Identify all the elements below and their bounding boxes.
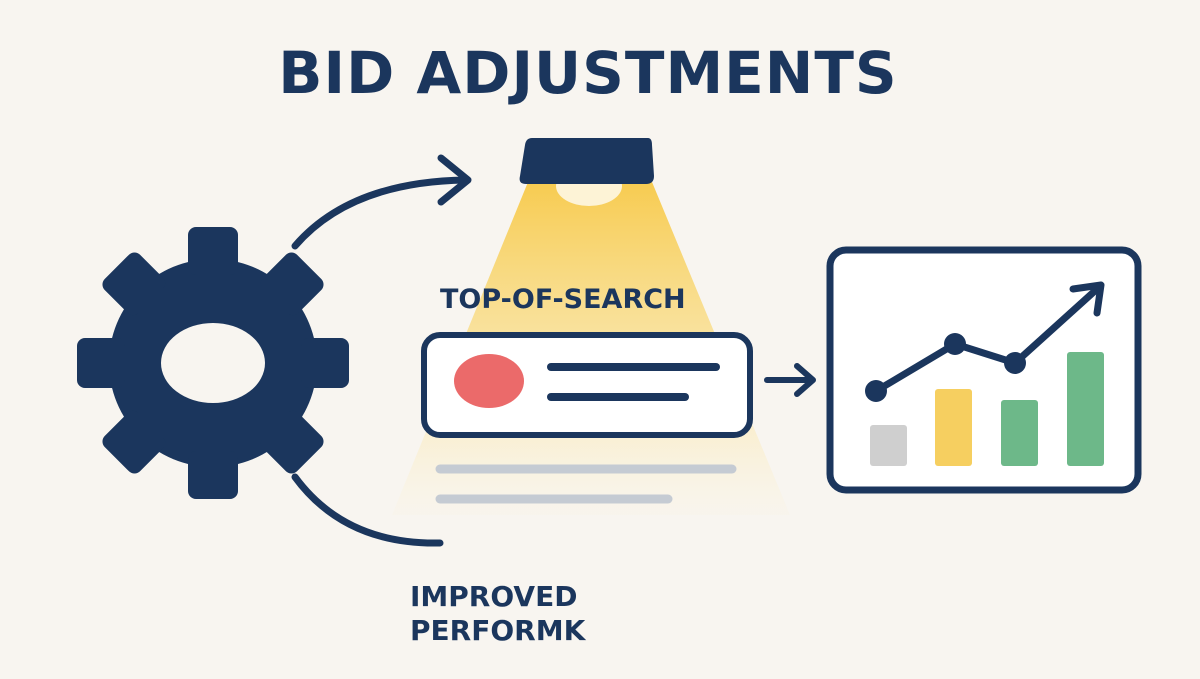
chart-bar-3 (1001, 400, 1038, 466)
chart-trend-arrowhead (1069, 281, 1105, 317)
top-of-search-label: TOP-OF-SEARCH (440, 284, 686, 315)
curved-connector-bottom (291, 473, 444, 547)
chart-point-1 (865, 380, 887, 402)
chart-bar-4 (1067, 352, 1104, 466)
gear-icon (77, 227, 349, 499)
arrow-right-icon (764, 363, 816, 397)
chart-point-3 (1004, 352, 1026, 374)
gear-hole (161, 323, 265, 403)
chart-bar-1 (870, 425, 907, 466)
chart-point-2 (944, 333, 966, 355)
spotlight-lamp-icon (519, 138, 654, 206)
page-title: BID ADJUSTMENTS (278, 39, 898, 107)
chart-bar-2 (935, 389, 972, 466)
lamp-shade (519, 138, 654, 184)
caption-line-2: PERFORMK (410, 613, 586, 647)
chart-trend-line (872, 285, 1101, 395)
ad-thumbnail-dot (454, 354, 524, 408)
improved-performance-caption: IMPROVED PERFORMK (410, 580, 585, 647)
caption-line-1: IMPROVED (410, 580, 578, 613)
growth-chart-icon (826, 246, 1142, 494)
top-ad-result-card (421, 332, 753, 438)
curved-arrow-top-icon (291, 154, 472, 250)
